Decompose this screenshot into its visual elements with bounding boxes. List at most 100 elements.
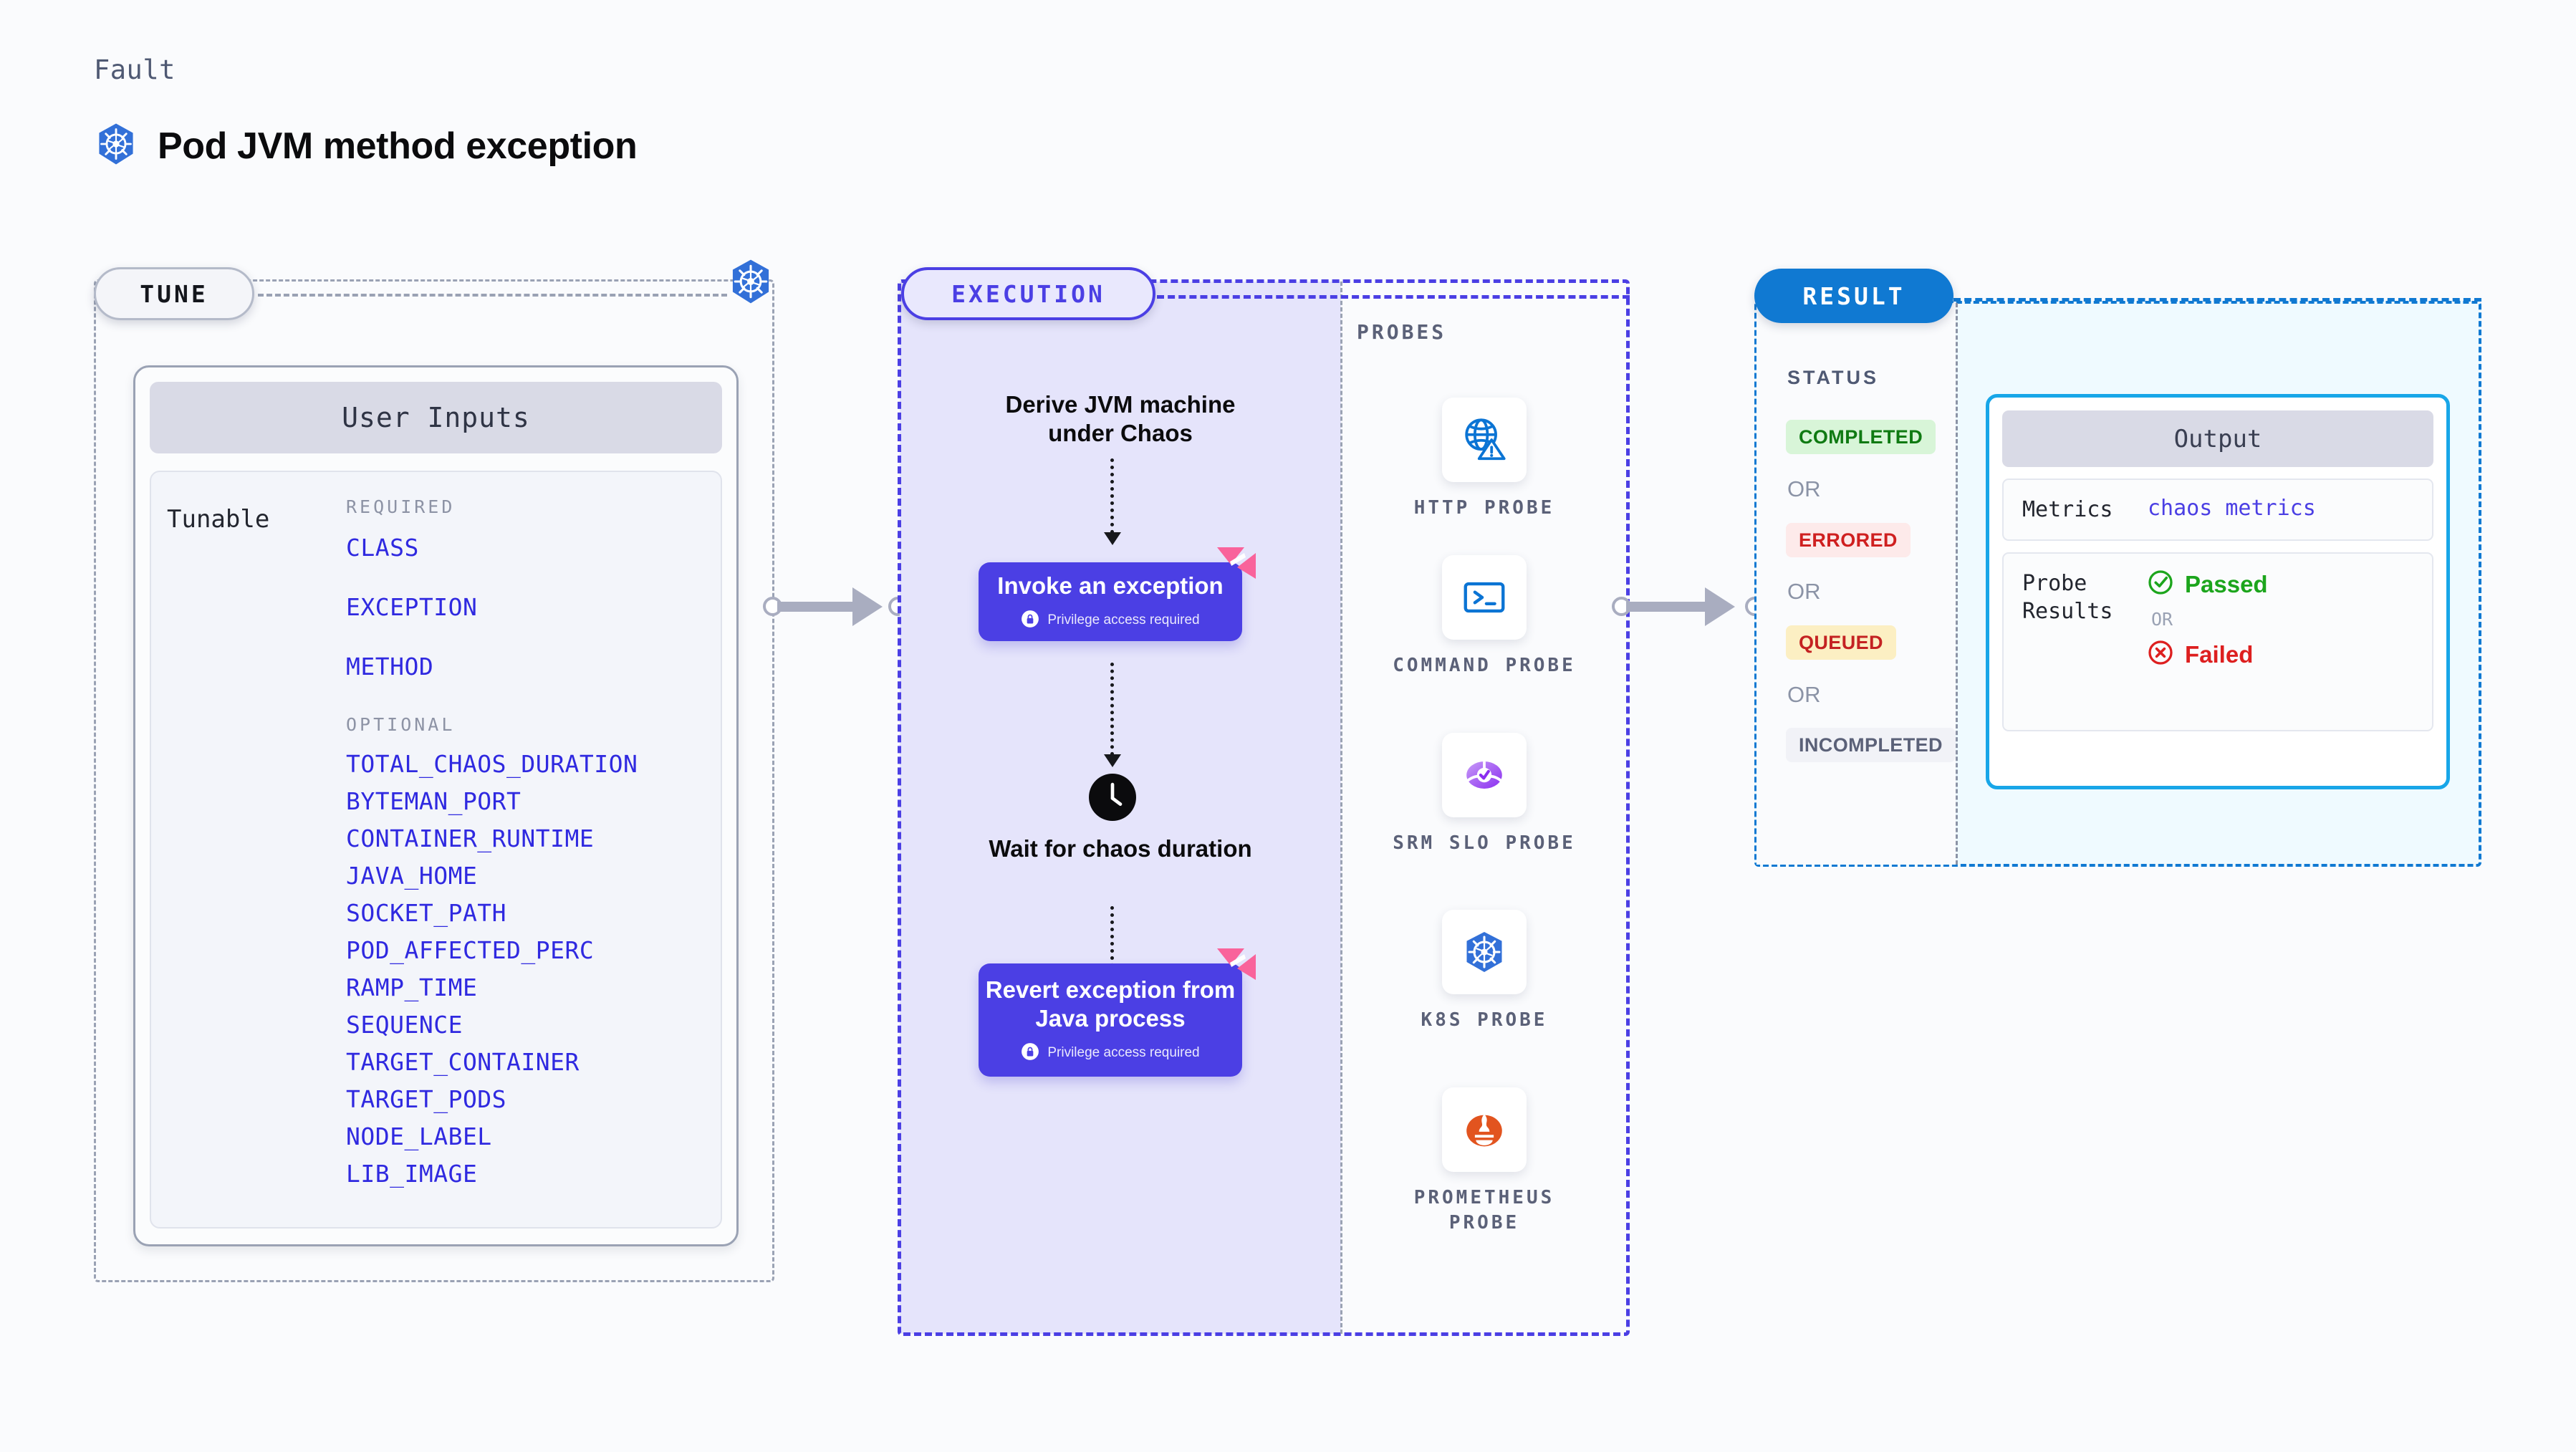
param-item[interactable]: CLASS bbox=[346, 534, 419, 562]
privilege-note-text: Privilege access required bbox=[1047, 1045, 1200, 1061]
status-or-label: OR bbox=[1787, 579, 1821, 604]
kubernetes-icon bbox=[94, 122, 138, 170]
status-heading: STATUS bbox=[1787, 367, 1879, 388]
flow-arrow-head bbox=[1104, 532, 1121, 545]
privilege-note-text: Privilege access required bbox=[1047, 612, 1200, 628]
result-output-divider bbox=[1956, 303, 1958, 865]
srm-slo-icon bbox=[1442, 733, 1527, 817]
tune-pill[interactable]: TUNE bbox=[94, 267, 254, 320]
user-inputs-card: User Inputs Tunable REQUIRED CLASS EXCEP… bbox=[133, 365, 739, 1246]
status-badge: COMPLETED bbox=[1786, 420, 1936, 454]
probe-label: COMMAND PROBE bbox=[1393, 655, 1576, 676]
result-status-region bbox=[1756, 303, 1956, 865]
output-metrics-key: Metrics bbox=[2022, 497, 2113, 522]
result-top-connector bbox=[1953, 298, 2481, 302]
probe-label: PROMETHEUS PROBE bbox=[1413, 1187, 1555, 1234]
output-title: Output bbox=[2002, 410, 2433, 467]
parameters-column: REQUIRED CLASS EXCEPTION METHOD OPTIONAL… bbox=[346, 496, 721, 1227]
execution-top-connector bbox=[1157, 295, 1630, 299]
flow-arrow-line bbox=[1110, 458, 1114, 534]
probe-item[interactable]: COMMAND PROBE bbox=[1377, 555, 1592, 678]
probe-result-failed: Failed bbox=[2148, 640, 2268, 669]
status-badge: INCOMPLETED bbox=[1786, 728, 1956, 762]
tunable-section: Tunable REQUIRED CLASS EXCEPTION METHOD … bbox=[150, 471, 722, 1229]
status-or-label: OR bbox=[1787, 476, 1821, 501]
probe-result-or-label: OR bbox=[2151, 609, 2173, 630]
required-heading: REQUIRED bbox=[346, 496, 456, 517]
tune-to-badge-connector bbox=[258, 294, 727, 297]
probe-item[interactable]: HTTP PROBE bbox=[1377, 398, 1592, 521]
lock-icon bbox=[1021, 610, 1039, 632]
param-item[interactable]: RAMP_TIME bbox=[346, 973, 478, 1001]
clock-icon bbox=[1089, 774, 1136, 821]
tune-panel bbox=[94, 279, 774, 1282]
flow-arrow-head bbox=[1104, 754, 1121, 767]
prometheus-icon bbox=[1442, 1087, 1527, 1172]
probe-label: HTTP PROBE bbox=[1413, 497, 1555, 519]
output-metrics-row: Metrics chaos metrics bbox=[2002, 479, 2433, 541]
param-item[interactable]: POD_AFFECTED_PERC bbox=[346, 936, 595, 964]
connector-line bbox=[1626, 602, 1716, 612]
output-probe-results-key: Probe Results bbox=[2022, 571, 2113, 624]
param-item[interactable]: JAVA_HOME bbox=[346, 862, 478, 890]
output-probe-results-row: Probe Results Passed OR bbox=[2002, 552, 2433, 731]
probe-result-values: Passed OR Failed bbox=[2148, 569, 2268, 669]
kubernetes-icon bbox=[1442, 910, 1527, 994]
chaos-metrics-link[interactable]: chaos metrics bbox=[2148, 496, 2316, 521]
connector-arrowhead bbox=[852, 587, 883, 626]
output-card: Output Metrics chaos metrics Probe Resul… bbox=[1986, 394, 2450, 789]
page-title: Pod JVM method exception bbox=[158, 125, 638, 167]
param-item[interactable]: METHOD bbox=[346, 653, 434, 681]
page-title-row: Pod JVM method exception bbox=[94, 122, 638, 170]
user-inputs-title: User Inputs bbox=[150, 382, 722, 453]
param-item[interactable]: NODE_LABEL bbox=[346, 1122, 492, 1150]
harness-badge-icon bbox=[1216, 947, 1256, 981]
param-item[interactable]: TARGET_CONTAINER bbox=[346, 1048, 580, 1076]
param-item[interactable]: SOCKET_PATH bbox=[346, 899, 507, 927]
execution-step-label: Wait for chaos duration bbox=[989, 835, 1252, 862]
result-pill[interactable]: RESULT bbox=[1754, 269, 1953, 323]
probe-item[interactable]: PROMETHEUS PROBE bbox=[1377, 1087, 1592, 1236]
passed-label: Passed bbox=[2185, 570, 2268, 597]
connector-line bbox=[777, 602, 863, 612]
param-item[interactable]: TARGET_PODS bbox=[346, 1085, 507, 1113]
execution-action-title: Invoke an exception bbox=[997, 572, 1224, 600]
probe-label: K8S PROBE bbox=[1421, 1009, 1548, 1031]
flow-arrow-line bbox=[1110, 906, 1114, 981]
execution-panel bbox=[898, 279, 1630, 1336]
execution-action-box[interactable]: Invoke an exception Privilege access req… bbox=[979, 562, 1242, 641]
flow-arrow-line bbox=[1110, 663, 1114, 756]
execution-probes-divider bbox=[1340, 282, 1342, 1334]
param-item[interactable]: BYTEMAN_PORT bbox=[346, 787, 522, 815]
optional-heading: OPTIONAL bbox=[346, 714, 456, 735]
probe-item[interactable]: SRM SLO PROBE bbox=[1377, 733, 1592, 856]
tunable-label: Tunable bbox=[167, 505, 270, 534]
param-item[interactable]: EXCEPTION bbox=[346, 593, 478, 621]
kubernetes-icon bbox=[727, 258, 774, 309]
probe-result-passed: Passed bbox=[2148, 569, 2268, 599]
privilege-note: Privilege access required bbox=[1021, 1042, 1200, 1064]
terminal-icon bbox=[1442, 555, 1527, 640]
harness-badge-icon bbox=[1216, 546, 1256, 580]
execution-action-title: Revert exception from Java process bbox=[985, 976, 1236, 1032]
execution-step-label: Derive JVM machine under Chaos bbox=[1005, 391, 1236, 447]
probe-label: SRM SLO PROBE bbox=[1393, 832, 1576, 854]
privilege-note: Privilege access required bbox=[1021, 610, 1200, 632]
probe-item[interactable]: K8S PROBE bbox=[1377, 910, 1592, 1033]
status-or-label: OR bbox=[1787, 682, 1821, 707]
lock-icon bbox=[1021, 1042, 1039, 1064]
fault-eyebrow-label: Fault bbox=[94, 54, 176, 85]
param-item[interactable]: LIB_IMAGE bbox=[346, 1160, 478, 1188]
failed-label: Failed bbox=[2185, 640, 2254, 668]
param-item[interactable]: SEQUENCE bbox=[346, 1011, 463, 1039]
globe-warning-icon bbox=[1442, 398, 1527, 482]
check-circle-icon bbox=[2148, 569, 2173, 599]
probes-heading: PROBES bbox=[1357, 320, 1447, 344]
status-badge: ERRORED bbox=[1786, 523, 1911, 557]
connector-arrowhead bbox=[1705, 587, 1735, 626]
status-badge: QUEUED bbox=[1786, 625, 1896, 660]
param-item[interactable]: TOTAL_CHAOS_DURATION bbox=[346, 750, 638, 778]
execution-action-box[interactable]: Revert exception from Java process Privi… bbox=[979, 963, 1242, 1077]
execution-pill[interactable]: EXECUTION bbox=[901, 267, 1155, 320]
param-item[interactable]: CONTAINER_RUNTIME bbox=[346, 824, 595, 852]
